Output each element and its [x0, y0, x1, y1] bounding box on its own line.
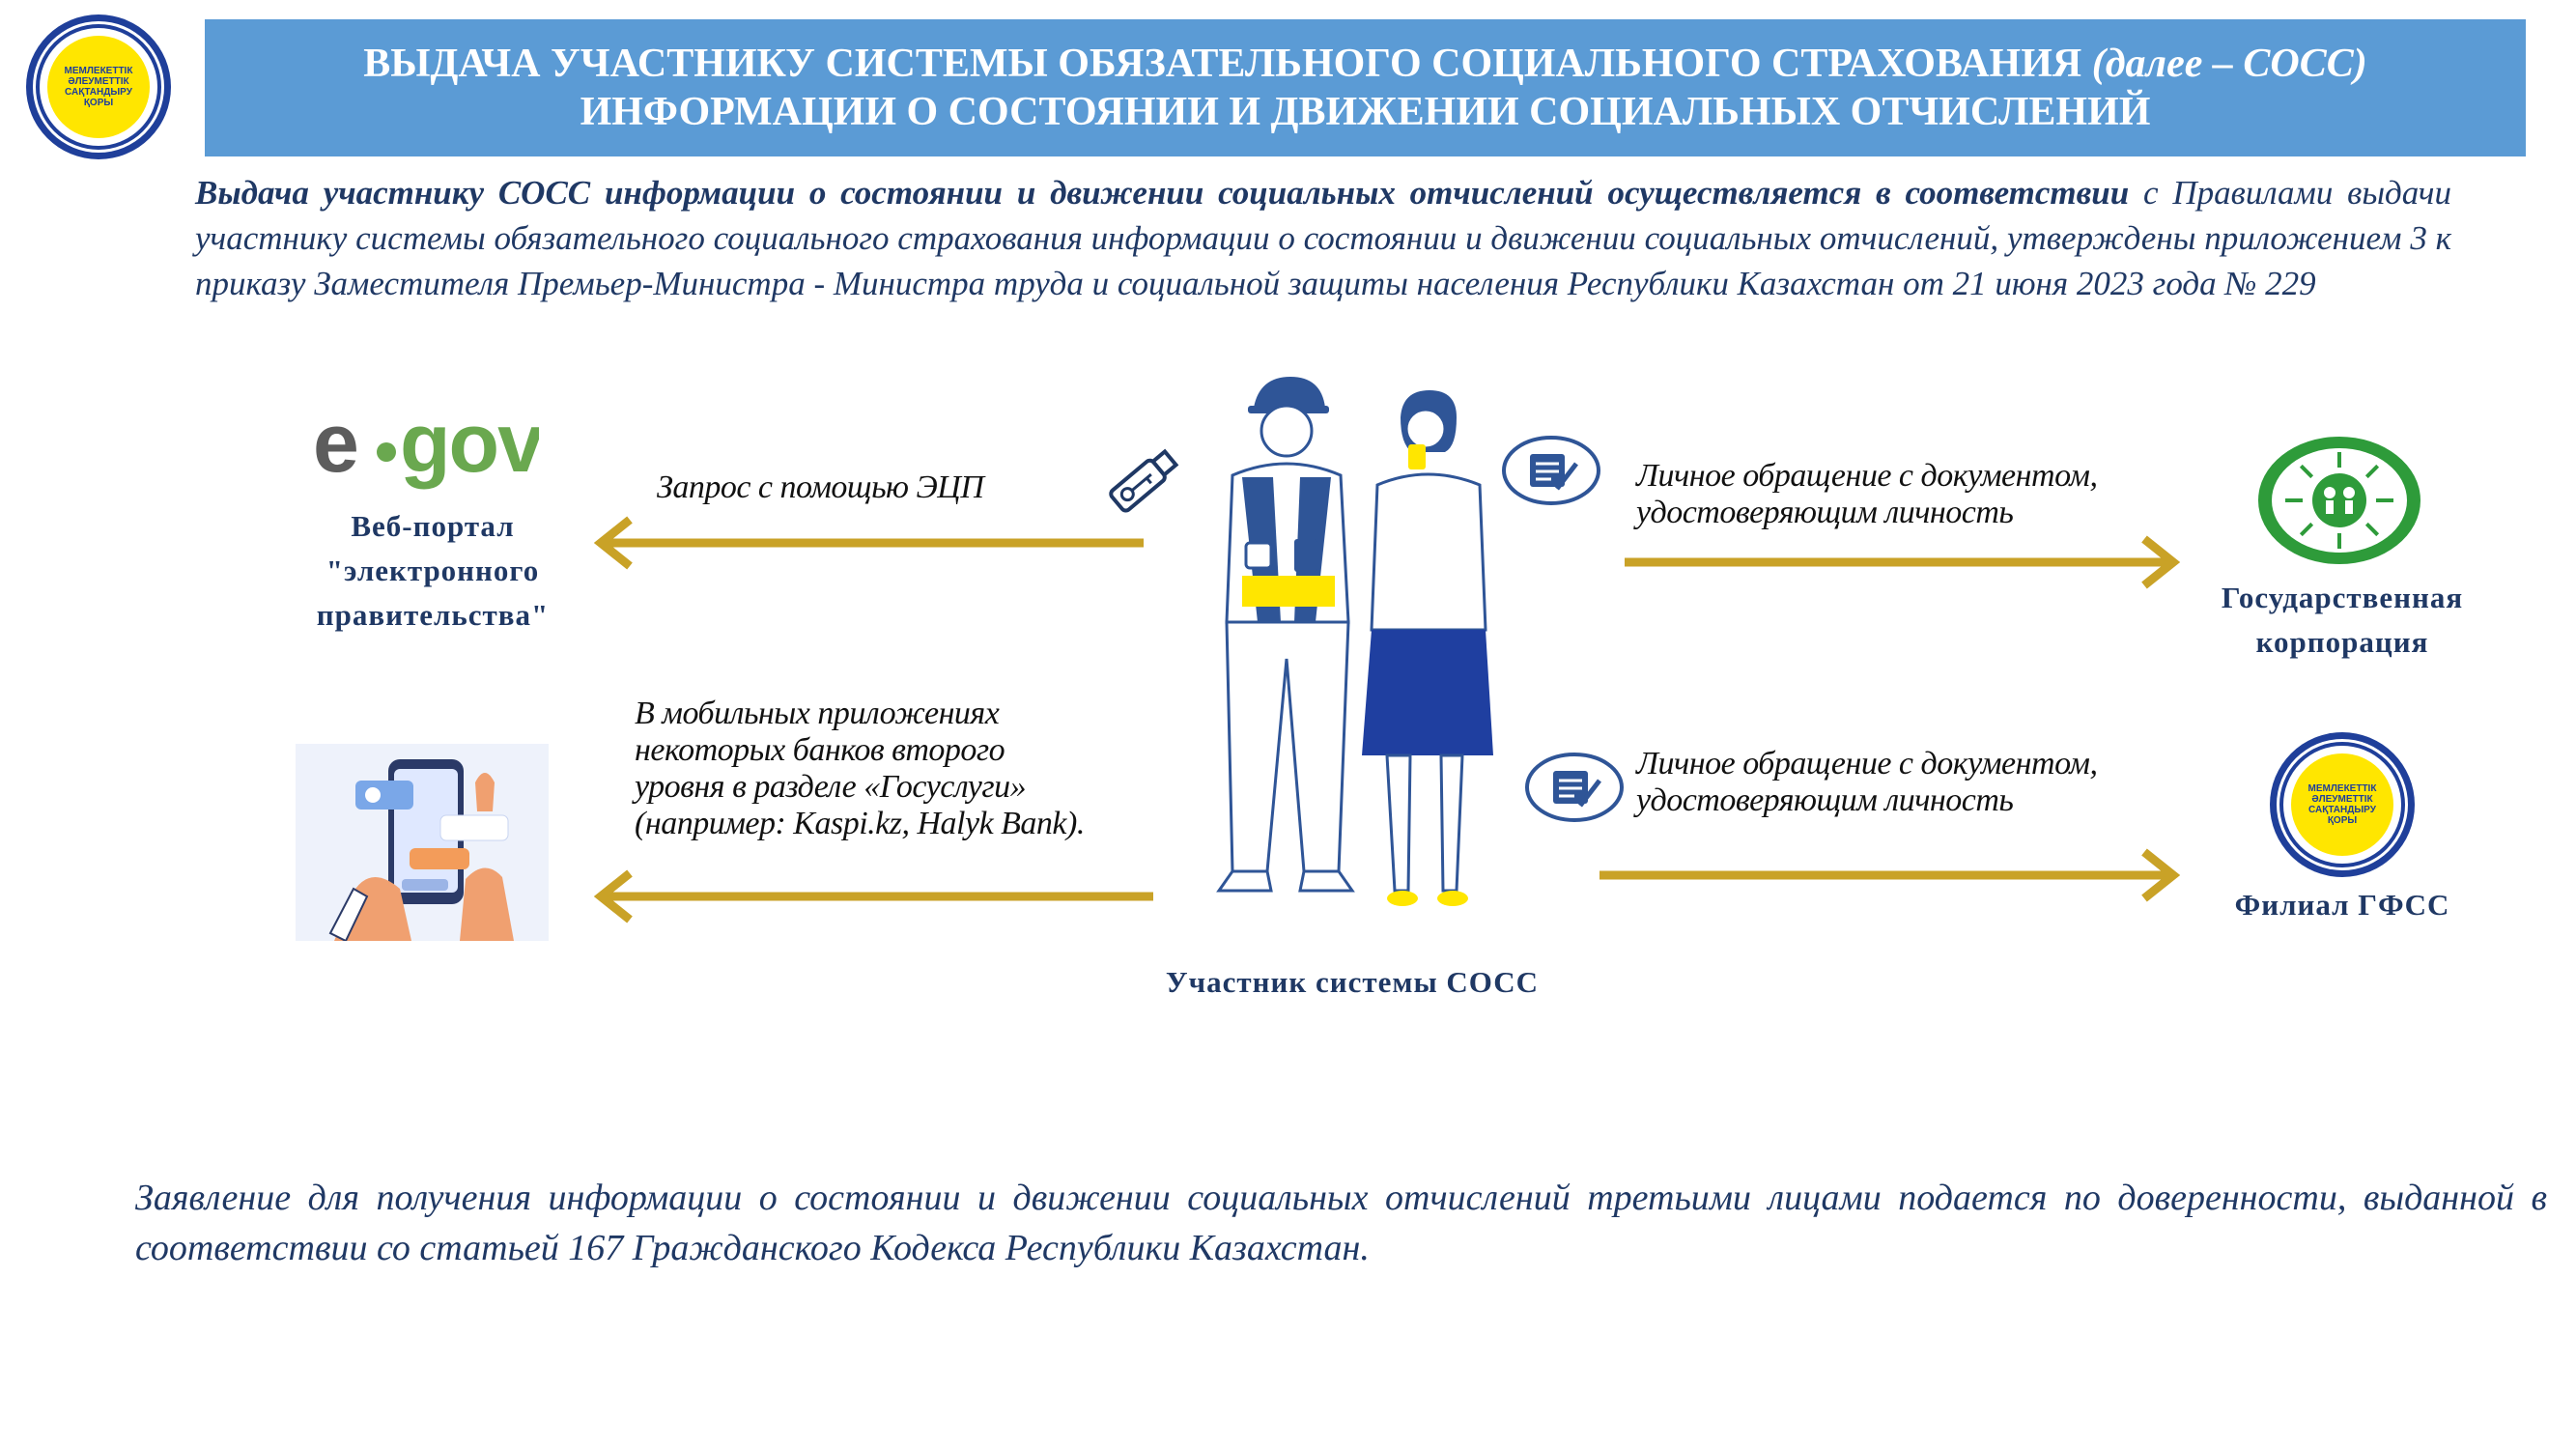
usb-key-icon: [1097, 437, 1186, 526]
step-ecp-text: Запрос с помощью ЭЦП: [657, 469, 983, 506]
title-band: ВЫДАЧА УЧАСТНИКУ СИСТЕМЫ ОБЯЗАТЕЛЬНОГО С…: [205, 19, 2526, 156]
svg-text:e: e: [313, 397, 357, 490]
arrow-to-branch: [1599, 846, 2187, 904]
document-pen-icon-2: [1524, 752, 1625, 823]
intro-bold: Выдача участнику СОСС информации о состо…: [195, 174, 2129, 212]
participants-illustration: [1198, 369, 1516, 918]
intro-paragraph: Выдача участнику СОСС информации о состо…: [195, 170, 2451, 306]
title-line1-italic: (далее – СОСС): [2081, 42, 2367, 86]
page-title-line2: ИНФОРМАЦИИ О СОСТОЯНИИ И ДВИЖЕНИИ СОЦИАЛ…: [580, 88, 2151, 136]
arrow-to-corp: [1625, 533, 2187, 591]
participant-label: Участник системы СОСС: [1111, 960, 1594, 1005]
egov-label: Веб-портал "электронного правительства": [269, 504, 597, 638]
branch-logo: МЕМЛЕКЕТТІК ӘЛЕУМЕТТІК САҚТАНДЫРУ ҚОРЫ: [2270, 732, 2415, 877]
step-mobile-text: В мобильных приложениях некоторых банков…: [635, 696, 1085, 842]
step-corp-text: Личное обращение с документом, удостовер…: [1636, 458, 2097, 531]
arrow-to-mobile: [587, 867, 1157, 925]
step-branch-text: Личное обращение с документом, удостовер…: [1636, 746, 2097, 819]
gov-corp-logo: [2256, 435, 2422, 566]
branch-label: Филиал ГФСС: [2183, 883, 2502, 927]
branch-logo-text: МЕМЛЕКЕТТІК ӘЛЕУМЕТТІК САҚТАНДЫРУ ҚОРЫ: [2308, 783, 2377, 826]
phone-app-icon: [296, 744, 549, 941]
title-line1-text: ВЫДАЧА УЧАСТНИКУ СИСТЕМЫ ОБЯЗАТЕЛЬНОГО С…: [363, 42, 2081, 86]
egov-logo: e gov: [307, 394, 539, 500]
footer-note: Заявление для получения информации о сос…: [135, 1173, 2547, 1273]
gov-corp-label: Государственная корпорация: [2183, 576, 2502, 665]
fund-logo-text: МЕМЛЕКЕТТІК ӘЛЕУМЕТТІК САҚТАНДЫРУ ҚОРЫ: [65, 66, 133, 108]
arrow-to-egov: [587, 514, 1147, 572]
fund-logo: МЕМЛЕКЕТТІК ӘЛЕУМЕТТІК САҚТАНДЫРУ ҚОРЫ: [26, 14, 171, 159]
svg-text:gov: gov: [400, 397, 539, 490]
page-title-line1: ВЫДАЧА УЧАСТНИКУ СИСТЕМЫ ОБЯЗАТЕЛЬНОГО С…: [363, 40, 2367, 88]
